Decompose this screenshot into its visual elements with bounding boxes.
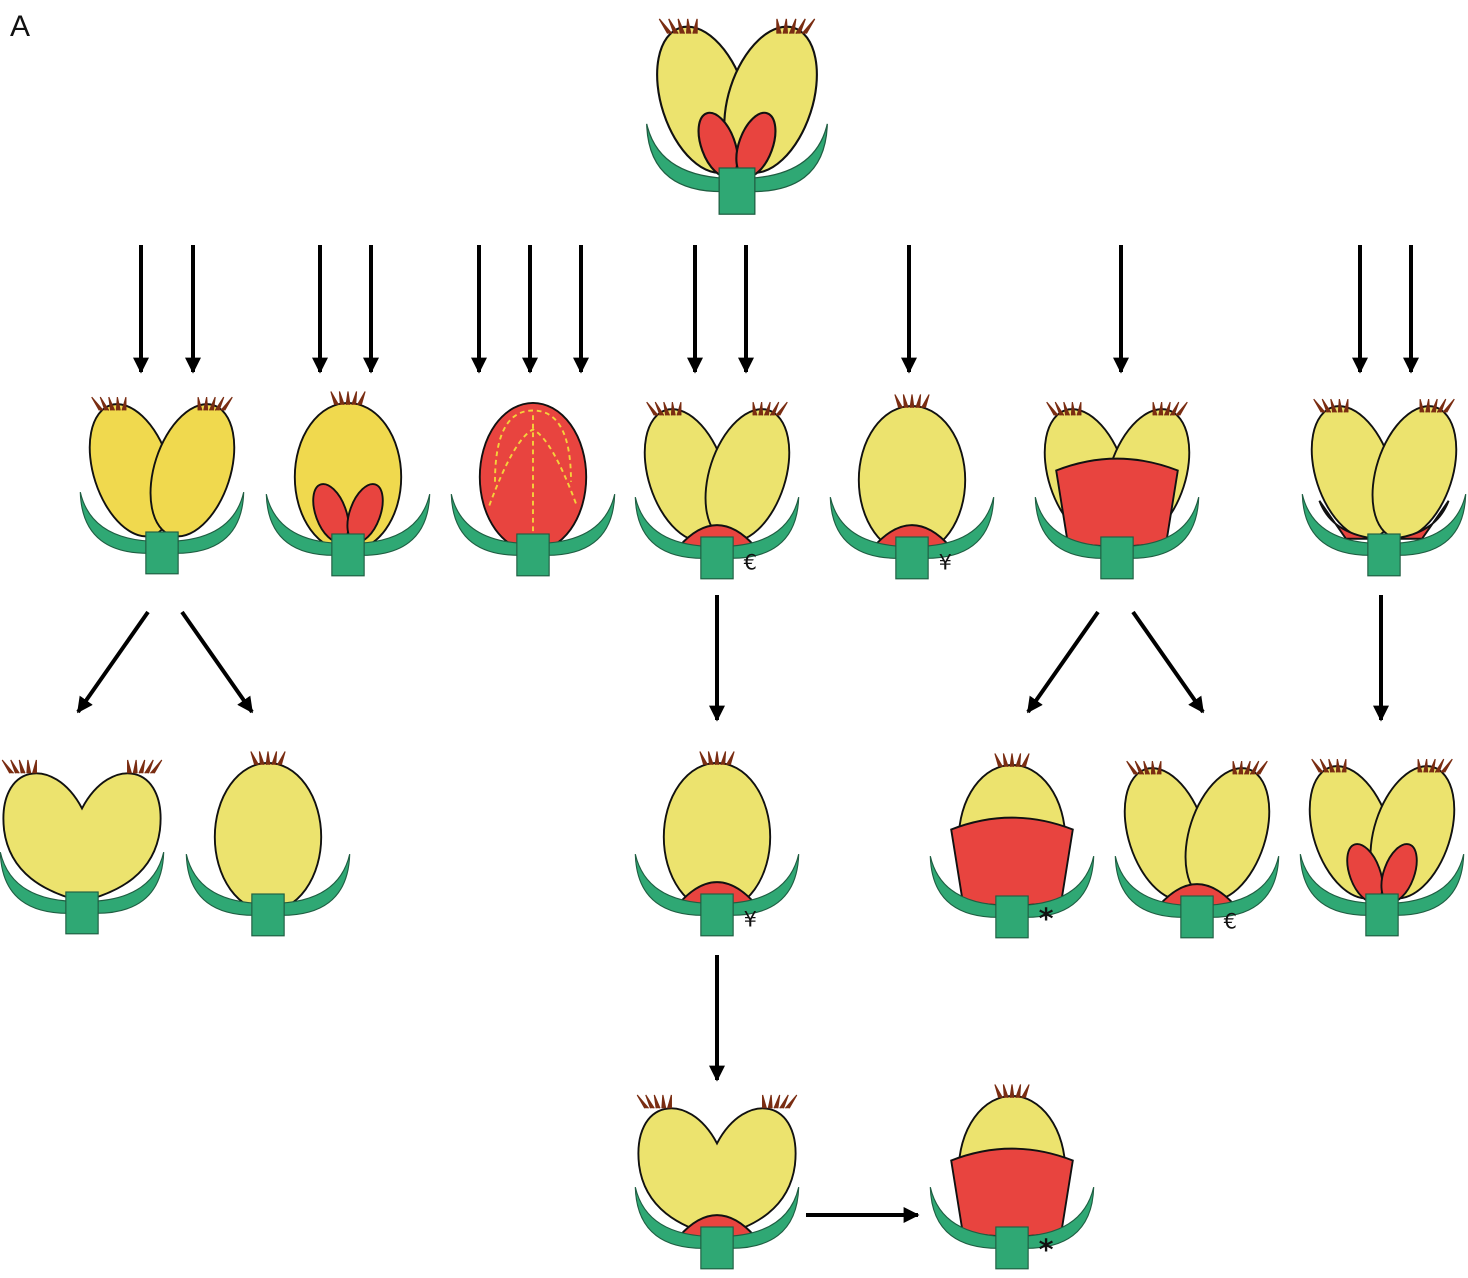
flower-row2-6 <box>1299 758 1465 937</box>
bristle-tip <box>1313 398 1349 413</box>
bristle-tip <box>1419 398 1455 413</box>
red-cup <box>950 1147 1074 1238</box>
bristle-tip <box>776 18 816 35</box>
bristle-tip <box>994 753 1030 768</box>
marker-euro: € <box>1224 909 1237 933</box>
flower-row1-2 <box>265 391 431 577</box>
stem <box>1367 533 1401 577</box>
stem <box>251 893 285 937</box>
bristle-tip <box>646 401 682 416</box>
flower-row1-3 <box>450 401 616 577</box>
marker-asterisk: * <box>1039 902 1054 935</box>
flower-row2-5: € <box>1114 760 1280 939</box>
stem <box>1100 536 1134 580</box>
arrow-row1-1-to-row2-2 <box>180 610 254 714</box>
red-cup <box>950 816 1074 907</box>
bristle-tip <box>994 1084 1030 1099</box>
arrow-row1-6-to-row2-5 <box>1131 610 1205 714</box>
flower-row2-2 <box>185 751 351 937</box>
bristle-tip <box>1311 758 1347 773</box>
flower-ancestral <box>646 18 828 215</box>
bristle-tip <box>1232 760 1268 775</box>
bristle-tip <box>762 1094 798 1109</box>
marker-yen: ¥ <box>744 907 757 931</box>
bristle-tip <box>699 751 735 766</box>
bristle-tip <box>658 18 698 35</box>
flowers-layer: € ¥ ¥ * € * <box>0 18 1467 1270</box>
stem <box>700 1226 734 1270</box>
flower-row1-1 <box>79 396 245 575</box>
arrow-row1-6-to-row2-4 <box>1026 610 1100 714</box>
heart-body <box>2 772 162 903</box>
bristle-tip <box>752 401 788 416</box>
bristle-tip <box>330 391 366 406</box>
stem <box>718 167 756 215</box>
flower-row1-6 <box>1034 401 1200 580</box>
bristle-tip <box>1126 760 1162 775</box>
flower-row2-4: * <box>929 753 1095 939</box>
arrow-row1-1-to-row2-1 <box>76 610 150 714</box>
flower-row2-1 <box>0 759 165 935</box>
flower-row3-1 <box>634 1094 800 1270</box>
bristle-tip <box>91 396 127 411</box>
flower-row3-2: * <box>929 1084 1095 1270</box>
bristle-tip <box>1 759 37 774</box>
marker-asterisk: * <box>1039 1233 1054 1266</box>
stem <box>331 533 365 577</box>
stem <box>895 536 929 580</box>
arrows-layer <box>76 245 1419 1223</box>
bristle-tip <box>250 751 286 766</box>
flower-row1-7 <box>1301 398 1467 577</box>
stem <box>1180 895 1214 939</box>
bristle-tip <box>197 396 233 411</box>
stem <box>700 536 734 580</box>
stem <box>1365 893 1399 937</box>
stem <box>995 895 1029 939</box>
bristle-tip <box>636 1094 672 1109</box>
marker-yen: ¥ <box>939 550 952 574</box>
stem <box>65 891 99 935</box>
bristle-tip <box>1046 401 1082 416</box>
stem <box>145 531 179 575</box>
flower-row1-5: ¥ <box>829 394 995 580</box>
bristle-tip <box>1417 758 1453 773</box>
red-cup <box>1055 457 1179 548</box>
bristle-tip <box>894 394 930 409</box>
flower-row2-3: ¥ <box>634 751 800 937</box>
dotted-outline <box>488 409 578 544</box>
marker-euro: € <box>744 550 757 574</box>
stem <box>516 533 550 577</box>
stem <box>700 893 734 937</box>
bristle-tip <box>1152 401 1188 416</box>
fused-body <box>213 761 323 913</box>
bristle-tip <box>127 759 163 774</box>
panel-label: A <box>10 10 31 43</box>
flower-row1-4: € <box>634 401 800 580</box>
stem <box>995 1226 1029 1270</box>
